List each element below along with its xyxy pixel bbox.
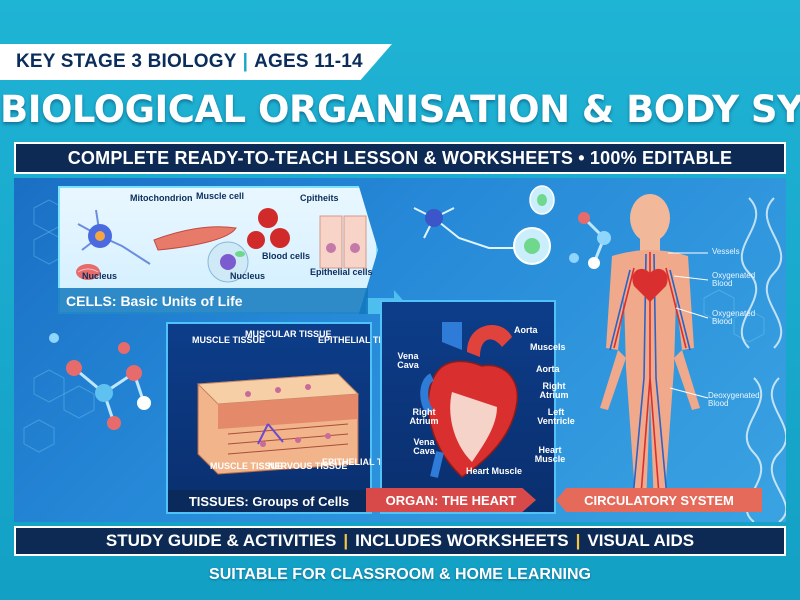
label-blood-cells: Blood cells	[262, 251, 311, 261]
label-mitochondrion: Mitochondrion	[130, 193, 193, 203]
cells-illustration	[76, 208, 367, 283]
label-right-atrium-left: Right Atrium	[409, 407, 439, 427]
label-left-ventricle: Left Ventricle	[537, 407, 575, 427]
label-muscular-tissue: MUSCULAR TISSUE	[245, 329, 332, 339]
label-epithelial-tissue-bottom: EPITHELIAL TISSUE	[322, 457, 410, 467]
label-right-atrium-right: Right Atrium	[539, 381, 569, 401]
feature-visual-aids: VISUAL AIDS	[587, 531, 695, 550]
label-aorta-top: Aorta	[514, 325, 538, 335]
label-heart-muscle-bottom: Heart Muscle	[466, 466, 523, 476]
human-body-illustration	[600, 194, 700, 509]
label-nucleus-1: Nucleus	[82, 271, 118, 281]
molecule-top-right	[569, 212, 611, 269]
label-aorta-mid: Aorta	[536, 364, 560, 374]
feature-separator-2: |	[575, 531, 581, 550]
label-vena-cava-bottom: Vena Cava	[413, 437, 435, 457]
cells-caption-text: CELLS: Basic Units of Life	[66, 293, 243, 309]
label-heart-muscle-right: Heart Muscle	[534, 445, 566, 465]
label-nervous-tissue: NERVOUS TISSUE	[268, 461, 348, 471]
label-muscels: Muscels	[530, 342, 566, 352]
label-muscle-tissue-bottom: MUSCLE TISSUE	[210, 461, 284, 471]
label-nucleus-2: Nucleus	[230, 271, 266, 281]
heart-card	[380, 300, 556, 514]
label-muscle-tissue-top: MUSCLE TISSUE	[192, 335, 266, 345]
circulatory-caption-text: CIRCULATORY SYSTEM	[584, 492, 734, 508]
feature-study-guide: STUDY GUIDE & ACTIVITIES	[105, 531, 337, 550]
label-deoxygenated: Deoxygenated Blood	[708, 391, 760, 409]
label-oxygenated-1: Oxygenated Blood	[712, 271, 756, 289]
dna-helix	[740, 197, 786, 522]
label-muscle-cell: Muscle cell	[196, 191, 245, 201]
heart-illustration	[420, 322, 518, 478]
feature-separator-1: |	[343, 531, 349, 550]
body-callout-lines	[668, 252, 709, 399]
footer-text: SUITABLE FOR CLASSROOM & HOME LEARNING	[209, 566, 591, 583]
cells-caption: CELLS: Basic Units of Life	[58, 288, 368, 314]
label-vessels: Vessels	[712, 247, 740, 256]
subtitle-banner: COMPLETE READY-TO-TEACH LESSON & WORKSHE…	[14, 142, 786, 174]
stage-banner: KEY STAGE 3 BIOLOGY | AGES 11-14	[0, 44, 392, 80]
subtitle-text: COMPLETE READY-TO-TEACH LESSON & WORKSHE…	[67, 147, 733, 168]
heart-caption: ORGAN: THE HEART	[366, 488, 536, 512]
features-banner: STUDY GUIDE & ACTIVITIES | INCLUDES WORK…	[14, 526, 786, 556]
neuron-illustration	[413, 207, 519, 249]
tissues-caption: TISSUES: Groups of Cells	[168, 490, 370, 512]
label-vena-cava-top: Vena Cava	[397, 351, 419, 371]
molecule-left	[49, 333, 151, 430]
tissues-card	[166, 322, 372, 514]
tissues-caption-text: TISSUES: Groups of Cells	[188, 493, 350, 509]
label-oxygenated-2: Oxygenated Blood	[712, 309, 756, 327]
tissue-illustration	[196, 373, 360, 475]
label-epitheits: Cpitheits	[300, 193, 339, 203]
heart-caption-text: ORGAN: THE HEART	[385, 492, 517, 508]
label-epithelial-tissue-top: EPITHELIAL TISSUE	[318, 335, 406, 345]
feature-worksheets: INCLUDES WORKSHEETS	[355, 531, 569, 550]
label-epithelial-cells: Epithelial cells	[310, 267, 373, 277]
stage-separator: |	[242, 51, 249, 72]
stage-label: KEY STAGE 3 BIOLOGY	[16, 51, 237, 72]
ages-label: AGES 11-14	[254, 51, 363, 72]
circulatory-caption: CIRCULATORY SYSTEM	[556, 488, 762, 512]
